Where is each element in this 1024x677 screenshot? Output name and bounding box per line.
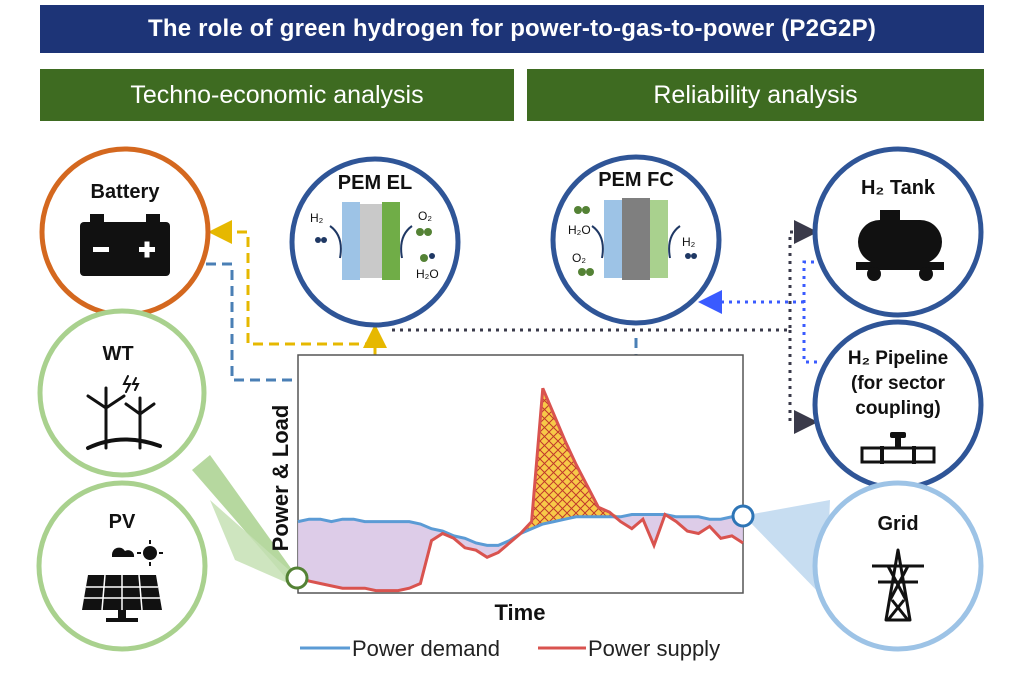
pv-label: PV bbox=[109, 511, 136, 533]
gold-flow-battery-line bbox=[208, 220, 375, 346]
pem-fc-label: PEM FC bbox=[598, 169, 674, 191]
chart-legend: Power demand Power supply bbox=[300, 636, 720, 661]
legend-demand-label: Power demand bbox=[352, 636, 500, 661]
techno-economic-banner: Techno-economic analysis bbox=[40, 69, 514, 121]
pv-funnel-lower bbox=[210, 500, 298, 585]
grid-funnel bbox=[742, 500, 830, 600]
y-axis-label: Power & Load bbox=[268, 405, 293, 552]
tank-to-fuel-cell-line bbox=[802, 260, 822, 364]
h2-tank-node: H₂ Tank bbox=[812, 146, 984, 318]
reliability-banner: Reliability analysis bbox=[527, 69, 984, 121]
h2-pipeline-label-line2: (for sector bbox=[851, 373, 946, 394]
title-banner: The role of green hydrogen for power-to-… bbox=[40, 5, 984, 53]
battery-node: Battery bbox=[39, 146, 211, 318]
fc-o2-text: O₂ bbox=[572, 251, 586, 265]
page-title: The role of green hydrogen for power-to-… bbox=[147, 15, 877, 42]
h2-pipeline-label-line3: coupling) bbox=[855, 398, 940, 419]
electrolyzer-icon: H₂ O₂ H₂O bbox=[310, 202, 439, 281]
h2-pipeline-node: H₂ Pipeline (for sector coupling) bbox=[812, 319, 984, 491]
h2-pipeline-label-line1: H₂ Pipeline bbox=[848, 348, 948, 369]
hydrogen-storage-line bbox=[392, 220, 818, 332]
power-supply-line bbox=[297, 387, 744, 593]
wind-turbine-circle bbox=[37, 308, 207, 478]
el-h2o-text: H₂O bbox=[416, 267, 439, 281]
fuel-cell-icon: H₂O O₂ H₂ bbox=[568, 198, 697, 280]
pv-node: PV bbox=[36, 480, 208, 652]
pem-fuel-cell-node: PEM FC H₂O O₂ H₂ bbox=[550, 154, 722, 326]
battery-icon bbox=[80, 214, 170, 276]
wind-turbine-label: WT bbox=[102, 343, 133, 365]
legend-supply-label: Power supply bbox=[588, 636, 720, 661]
x-axis-label: Time bbox=[495, 600, 546, 625]
grid-node: Grid bbox=[812, 480, 984, 652]
el-h2-text: H₂ bbox=[310, 211, 324, 225]
wind-turbine-node: WT bbox=[37, 308, 207, 478]
fc-h2o-text: H₂O bbox=[568, 223, 591, 237]
h2-tank-label: H₂ Tank bbox=[861, 177, 936, 199]
pv-circle bbox=[36, 480, 208, 652]
deficit-area bbox=[298, 514, 743, 591]
pem-electrolyzer-node: PEM EL H₂ O₂ H₂O bbox=[289, 156, 461, 328]
reliability-label: Reliability analysis bbox=[653, 80, 858, 109]
pv-connection-marker bbox=[285, 566, 309, 590]
pipeline-icon bbox=[860, 432, 936, 464]
techno-economic-label: Techno-economic analysis bbox=[130, 80, 424, 109]
solar-panel-icon bbox=[82, 540, 163, 622]
grid-connection-marker bbox=[731, 504, 755, 528]
hydrogen-pipeline-line bbox=[788, 330, 818, 434]
transmission-tower-icon bbox=[872, 548, 924, 622]
power-load-chart: Power & Load Time bbox=[268, 354, 755, 625]
pem-el-label: PEM EL bbox=[338, 172, 412, 194]
el-o2-text: O₂ bbox=[418, 209, 432, 223]
wind-turbine-icon bbox=[86, 375, 162, 450]
pv-funnel bbox=[192, 455, 298, 585]
tank-truck-icon bbox=[856, 210, 944, 281]
battery-label: Battery bbox=[91, 181, 161, 203]
battery-discharge-line bbox=[206, 262, 406, 522]
grid-label: Grid bbox=[877, 513, 918, 535]
fc-h2-text: H₂ bbox=[682, 235, 696, 249]
